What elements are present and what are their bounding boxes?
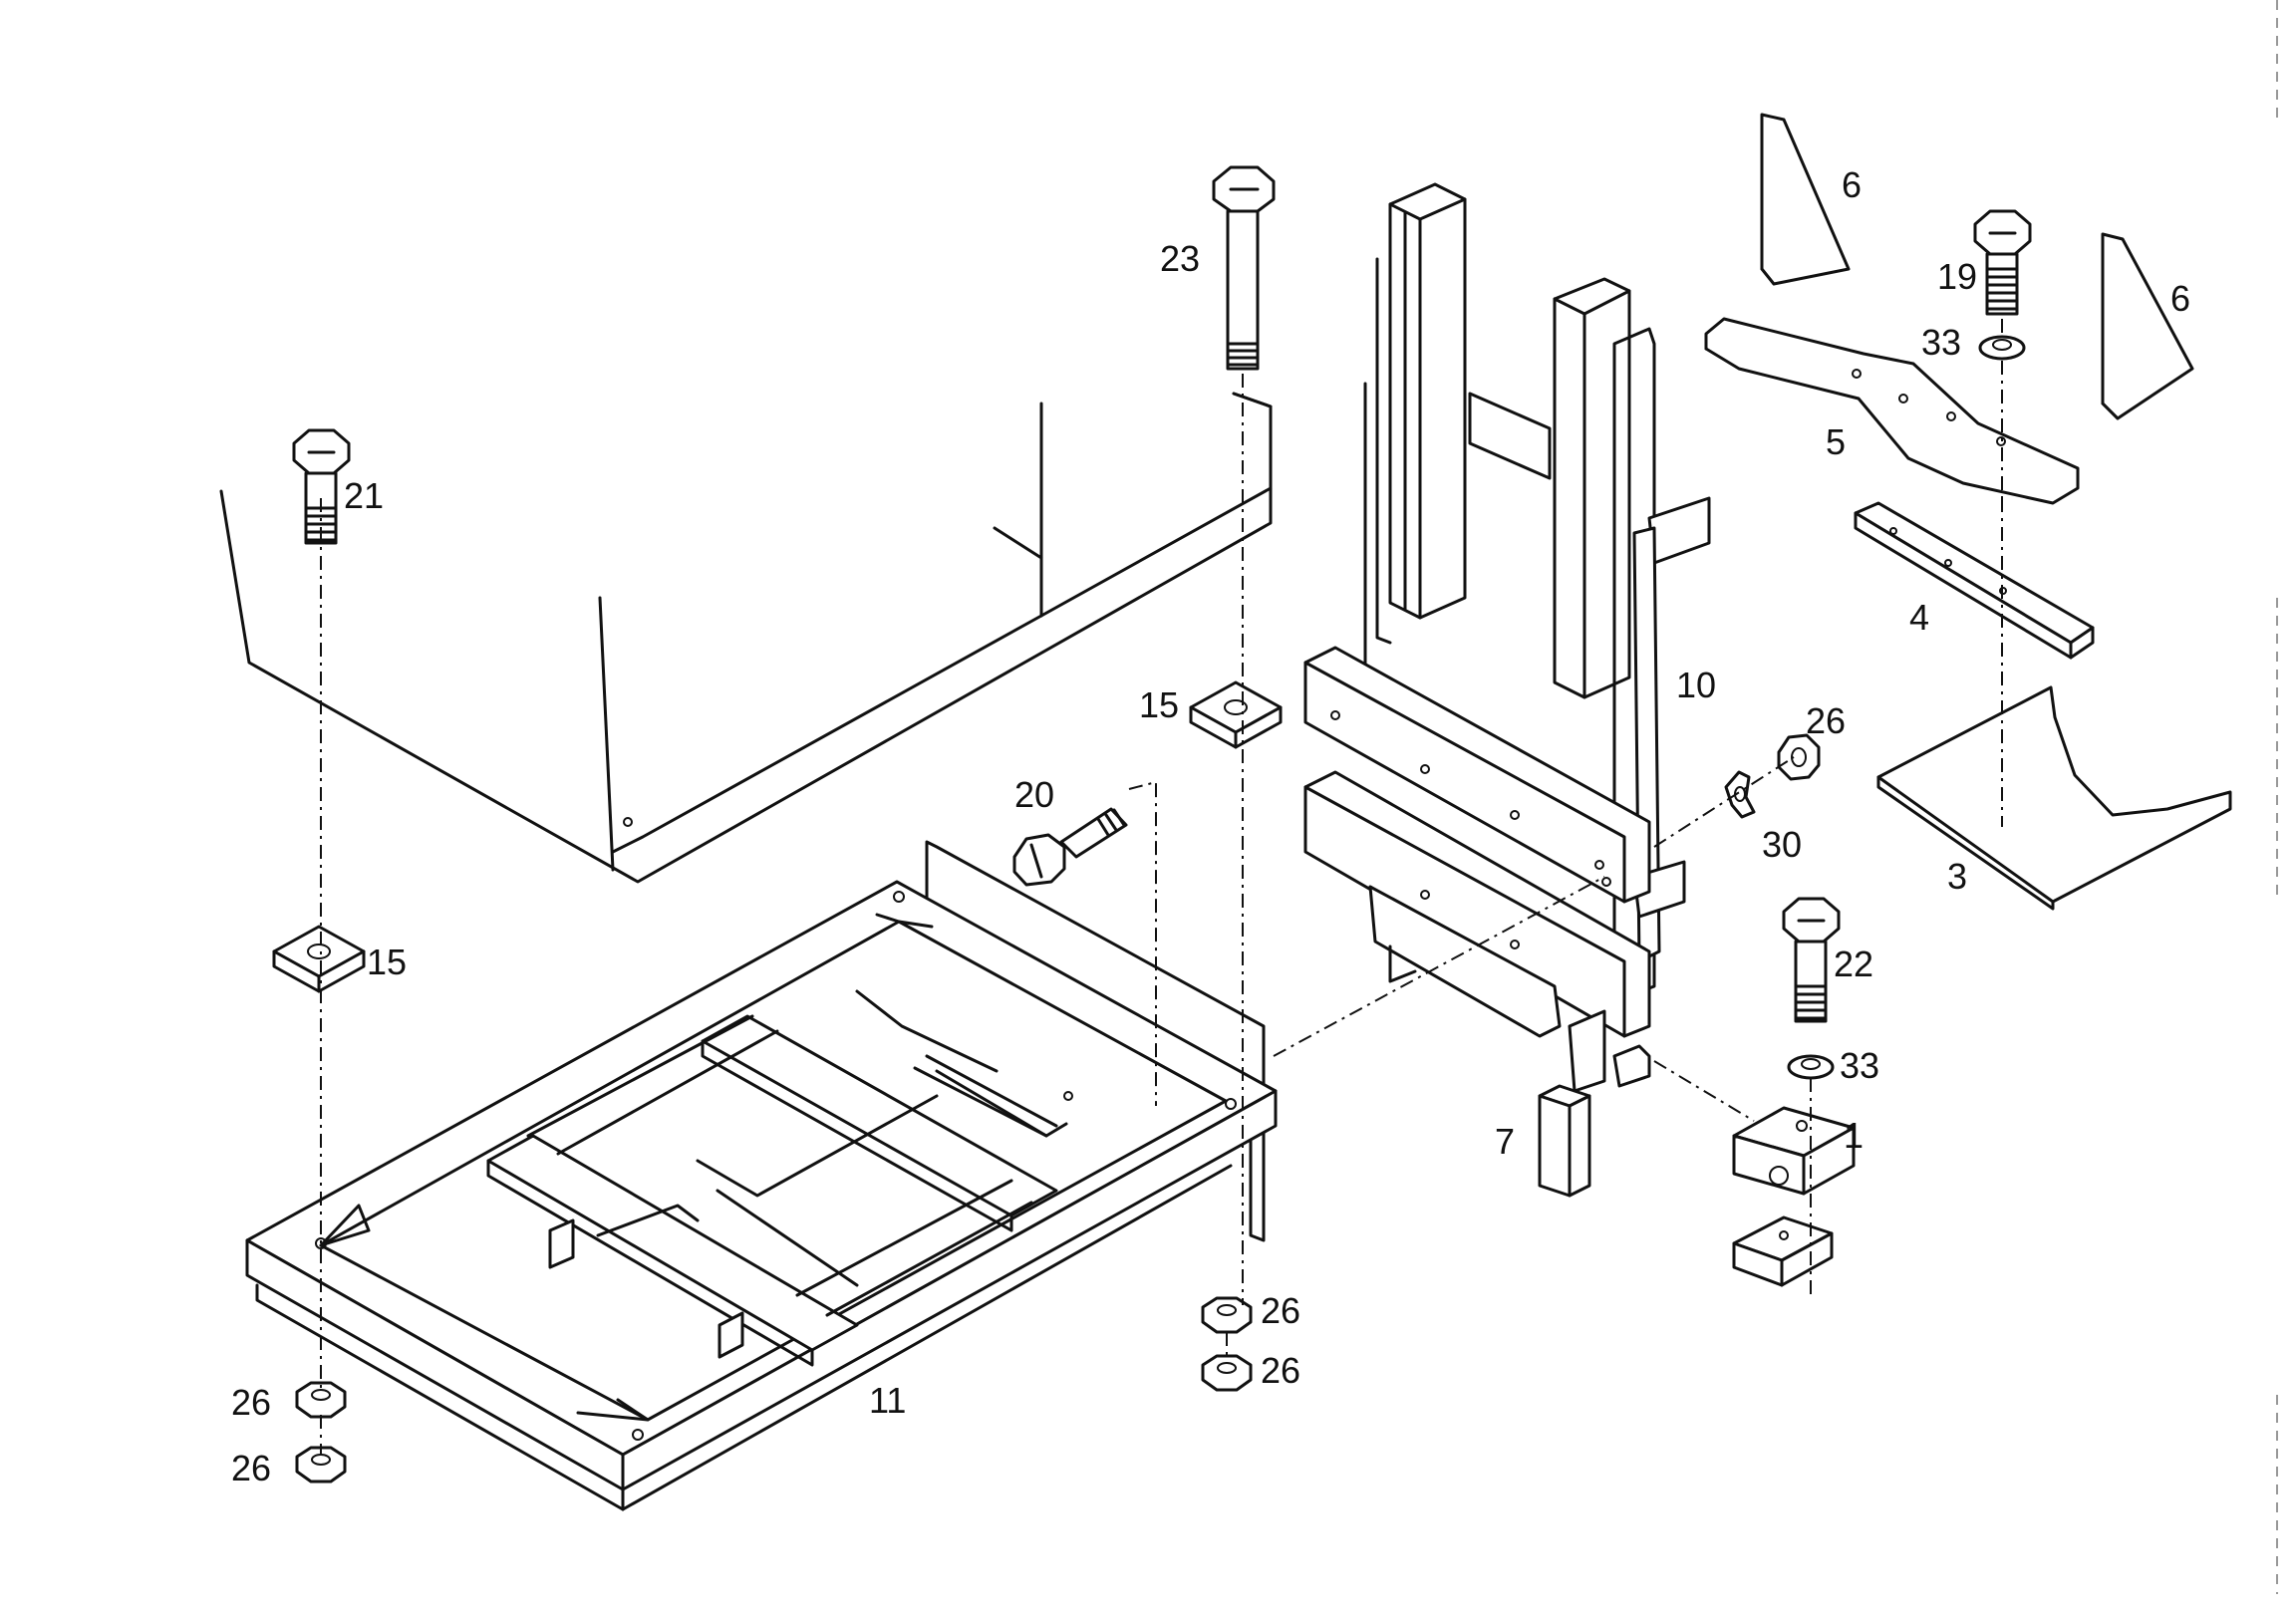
nut-part-26-mid-lower — [1201, 1354, 1253, 1392]
callout-7: 7 — [1495, 1121, 1515, 1162]
machine-body-outline — [219, 392, 1273, 884]
square-washer-part-15-right — [1189, 680, 1283, 749]
callout-6-right: 6 — [2170, 278, 2190, 319]
nut-part-26-right — [1777, 733, 1821, 781]
bolt-part-23 — [1212, 165, 1276, 371]
callout-26-left-lower: 26 — [231, 1448, 271, 1488]
callout-labels: 6 6 19 33 5 4 3 23 21 10 26 30 15 20 15 … — [231, 164, 2190, 1488]
callout-22: 22 — [1834, 944, 1873, 984]
callout-26-mid-lower: 26 — [1261, 1350, 1300, 1391]
callout-19: 19 — [1937, 256, 1977, 297]
callout-33-lower: 33 — [1840, 1045, 1879, 1086]
base-frame-part-11 — [245, 840, 1278, 1511]
callout-6-left: 6 — [1842, 164, 1862, 205]
callout-4: 4 — [1909, 597, 1929, 638]
nut-part-26-left-upper — [295, 1381, 347, 1419]
gusset-plate-part-6-right — [2101, 232, 2194, 420]
callout-23: 23 — [1160, 238, 1200, 279]
callout-26-left-upper: 26 — [231, 1382, 271, 1423]
callout-33-top: 33 — [1921, 322, 1961, 363]
callout-3: 3 — [1947, 856, 1967, 897]
callout-21: 21 — [344, 475, 384, 516]
callout-11: 11 — [869, 1380, 906, 1421]
callout-1: 1 — [1844, 1115, 1864, 1156]
callout-15-left: 15 — [367, 942, 407, 982]
support-plate-part-5 — [1704, 317, 2080, 505]
bolt-part-19 — [1973, 209, 2032, 316]
lock-washer-part-30 — [1724, 770, 1756, 819]
bolt-part-22 — [1782, 897, 1841, 1023]
block-part-1 — [1732, 1106, 1856, 1196]
base-plate-part-3 — [1876, 685, 2232, 911]
gusset-plate-part-6-left — [1760, 113, 1851, 286]
callout-20: 20 — [1014, 774, 1054, 815]
callout-30: 30 — [1762, 824, 1802, 865]
bolt-part-21 — [292, 428, 351, 545]
square-washer-part-15-left — [272, 925, 366, 993]
mast-assembly-part-10 — [1303, 182, 1711, 1093]
washer-part-33-lower — [1787, 1054, 1835, 1080]
washer-part-33-top — [1978, 335, 2026, 361]
support-bar-part-4 — [1854, 501, 2095, 660]
nut-part-26-left-lower — [295, 1446, 347, 1483]
assembly-axis-lines — [320, 319, 2003, 1455]
callout-15-right: 15 — [1139, 684, 1179, 725]
callout-5: 5 — [1826, 421, 1846, 462]
nut-part-26-mid-upper — [1201, 1296, 1253, 1334]
lower-block-under-part-1 — [1732, 1215, 1834, 1287]
block-part-7 — [1538, 1084, 1591, 1198]
callout-26-mid-upper: 26 — [1261, 1290, 1300, 1331]
callout-26-right: 26 — [1806, 700, 1846, 741]
callout-10: 10 — [1676, 665, 1716, 705]
bolt-part-20 — [1012, 807, 1128, 887]
